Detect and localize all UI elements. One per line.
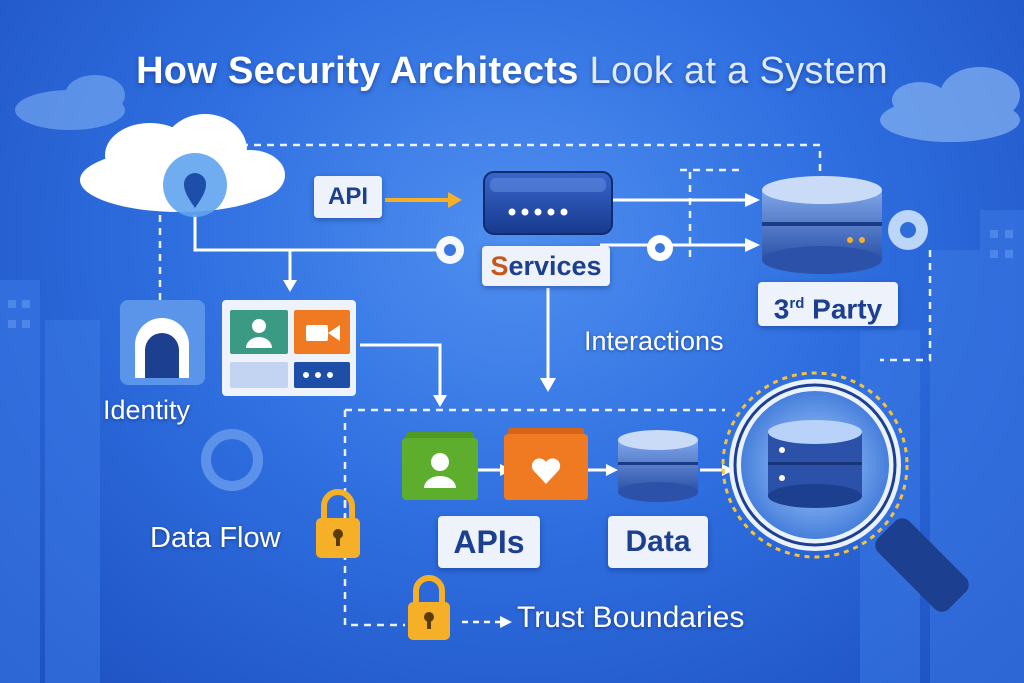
api-label: API <box>314 176 382 218</box>
third-party-suffix: rd <box>789 295 805 312</box>
magnifier-icon <box>721 371 969 612</box>
data-flow-label: Data Flow <box>150 522 281 554</box>
background-windows <box>8 230 1013 328</box>
third-party-label: 3rd Party <box>758 282 898 326</box>
services-label-rest: ervices <box>508 251 602 281</box>
title-bold: How Security Architects <box>136 50 579 92</box>
flow-lines <box>193 198 745 472</box>
third-party-text: Party <box>804 293 883 325</box>
services-label-first: S <box>490 251 509 281</box>
user-card-icon-green <box>402 432 478 500</box>
data-label: Data <box>608 516 708 568</box>
cloud-icon-decor-right <box>880 67 1020 142</box>
location-pin-icon <box>163 153 227 217</box>
apis-label: APIs <box>438 516 540 568</box>
database-icon-small <box>618 430 698 502</box>
api-flow-arrow <box>385 192 462 208</box>
interactions-label: Interactions <box>584 326 724 356</box>
gear-icon <box>436 236 464 264</box>
cloud-icon-decor-left <box>15 75 125 130</box>
database-icon <box>762 176 882 274</box>
title-light: Look at a System <box>589 50 888 92</box>
flow-arrowheads <box>283 193 760 476</box>
user-card-icon <box>222 300 356 396</box>
identity-label: Identity <box>103 395 191 425</box>
third-party-number: 3 <box>773 293 790 325</box>
lock-icon <box>316 489 360 558</box>
services-label: Services <box>482 246 610 286</box>
heart-card-icon <box>504 428 588 500</box>
server-icon <box>483 171 613 235</box>
gear-icon-left <box>201 429 263 491</box>
video-icon <box>306 325 340 341</box>
trust-boundary-arrowhead <box>500 616 512 628</box>
page-title: How Security Architects Look at a System <box>0 50 1024 93</box>
gear-icon-small <box>647 235 673 261</box>
lock-icon-trust <box>408 575 450 640</box>
gear-icon-right <box>888 210 928 250</box>
trust-boundaries-label: Trust Boundaries <box>517 601 745 634</box>
identity-badge-icon <box>120 300 205 385</box>
